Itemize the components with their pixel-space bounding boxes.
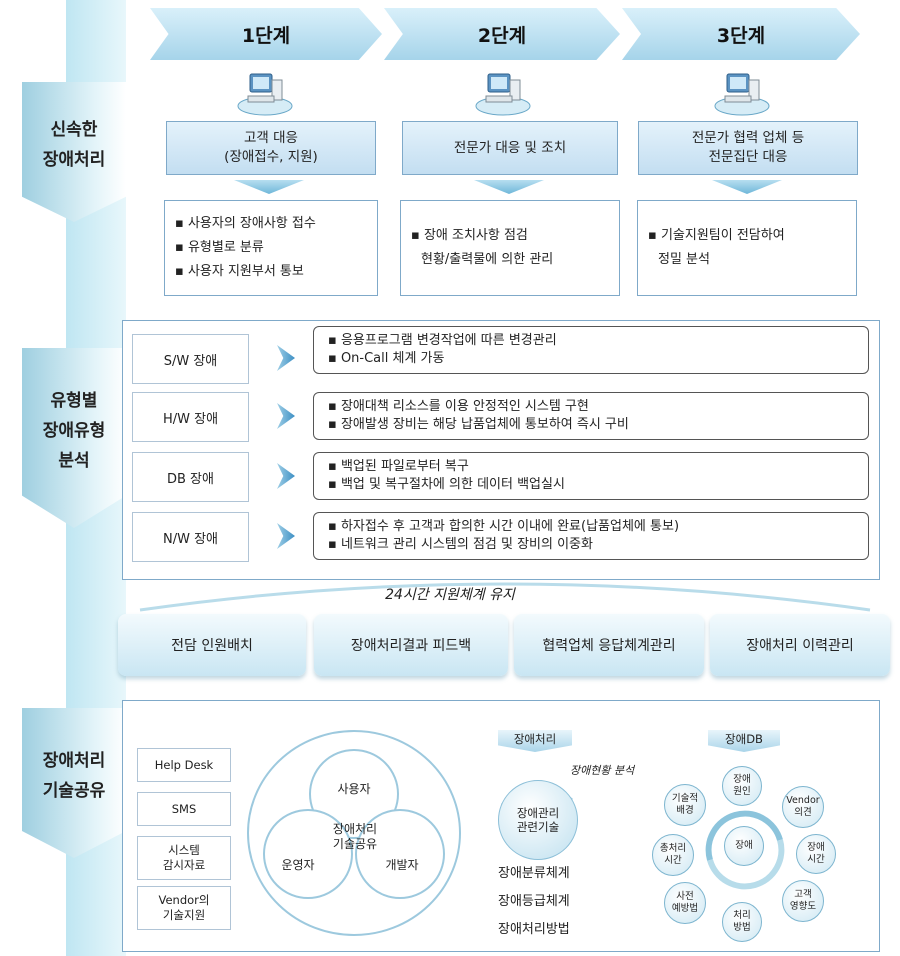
stage-3-header: 3단계 (622, 8, 860, 60)
method-item: 장애등급체계 (498, 894, 570, 909)
analysis-caption: 장애현황 분석 (570, 764, 635, 777)
support-item: 전담 인원배치 (118, 614, 306, 676)
db-node: 고객 영향도 (782, 880, 824, 922)
failure-type-nw-description: ▪ 하자접수 후 고객과 합의한 시간 이내에 완료(납품업체에 통보)▪ 네트… (313, 512, 869, 560)
computer-workstation-icon (475, 73, 531, 116)
source-monitoring-data: 시스템 감시자료 (137, 836, 231, 880)
stage-1-task-list: ▪ 사용자의 장애사항 접수 ▪ 유형별로 분류 ▪ 사용자 지원부서 통보 (164, 200, 378, 296)
stage-1-header: 1단계 (150, 8, 382, 60)
computer-workstation-icon (237, 73, 293, 116)
venn-center: 장애처리 기술공유 (332, 822, 378, 851)
db-node: 처리 방법 (722, 902, 762, 942)
core-tech-circle: 장애관리 관련기술 (498, 780, 578, 860)
processing-tag: 장애처리 (498, 730, 572, 752)
list-item: ▪ 사용자 지원부서 통보 (175, 264, 304, 279)
source-sms: SMS (137, 792, 231, 826)
support-item: 협력업체 응답체계관리 (514, 614, 704, 676)
support-caption: 24시간 지원체계 유지 (385, 587, 515, 603)
support-arc (139, 582, 871, 612)
venn-developer: 개발자 (385, 858, 419, 872)
list-item: ▪ 유형별로 분류 (175, 240, 264, 255)
db-center: 장애 (724, 826, 764, 866)
down-arrow-icon (234, 180, 304, 194)
db-node: 총처리 시간 (652, 834, 694, 876)
list-item: 현황/출력물에 의한 관리 (421, 252, 554, 267)
venn-operator: 운영자 (281, 858, 315, 872)
stage-2-header: 2단계 (384, 8, 620, 60)
db-node: 장애 시간 (796, 834, 836, 874)
down-arrow-icon (712, 180, 782, 194)
source-help-desk: Help Desk (137, 748, 231, 782)
down-arrow-icon (474, 180, 544, 194)
list-item: ▪ 기술지원팀이 전담하여 (648, 228, 785, 243)
computer-workstation-icon (714, 73, 770, 116)
failure-type-sw: S/W 장애 (132, 334, 249, 384)
db-tag: 장애DB (708, 730, 780, 752)
failure-type-hw: H/W 장애 (132, 392, 249, 442)
cycle-arrows-icon (705, 810, 785, 890)
failure-type-db-description: ▪ 백업된 파일로부터 복구▪ 백업 및 복구절차에 의한 데이터 백업실시 (313, 452, 869, 500)
stage-2-task-list: ▪ 장애 조치사항 점검 현황/출력물에 의한 관리 (400, 200, 620, 296)
venn-user: 사용자 (337, 782, 371, 796)
db-node: 장애 원인 (722, 766, 762, 806)
stage-3-task-list: ▪ 기술지원팀이 전담하여 정밀 분석 (637, 200, 857, 296)
failure-type-nw: N/W 장애 (132, 512, 249, 562)
failure-type-hw-description: ▪ 장애대책 리소스를 이용 안정적인 시스템 구현▪ 장애발생 장비는 해당 … (313, 392, 869, 440)
support-item: 장애처리결과 피드백 (314, 614, 508, 676)
failure-type-sw-description: ▪ 응용프로그램 변경작업에 따른 변경관리▪ On-Call 체계 가동 (313, 326, 869, 374)
list-item: 정밀 분석 (658, 252, 710, 267)
db-node: Vendor 의견 (782, 786, 824, 828)
list-item: ▪ 장애 조치사항 점검 (411, 228, 528, 243)
method-item: 장애처리방법 (498, 922, 570, 937)
source-vendor-support: Vendor의 기술지원 (137, 886, 231, 930)
db-node: 사전 예방법 (664, 882, 706, 924)
stage-1-response-box: 고객 대응(장애접수, 지원) (166, 121, 376, 175)
venn-diagram (247, 730, 461, 936)
db-node: 기술적 배경 (664, 784, 706, 826)
failure-type-db: DB 장애 (132, 452, 249, 502)
stage-2-response-box: 전문가 대응 및 조치 (402, 121, 618, 175)
support-item: 장애처리 이력관리 (710, 614, 890, 676)
method-item: 장애분류체계 (498, 866, 570, 881)
list-item: ▪ 사용자의 장애사항 접수 (175, 216, 316, 231)
